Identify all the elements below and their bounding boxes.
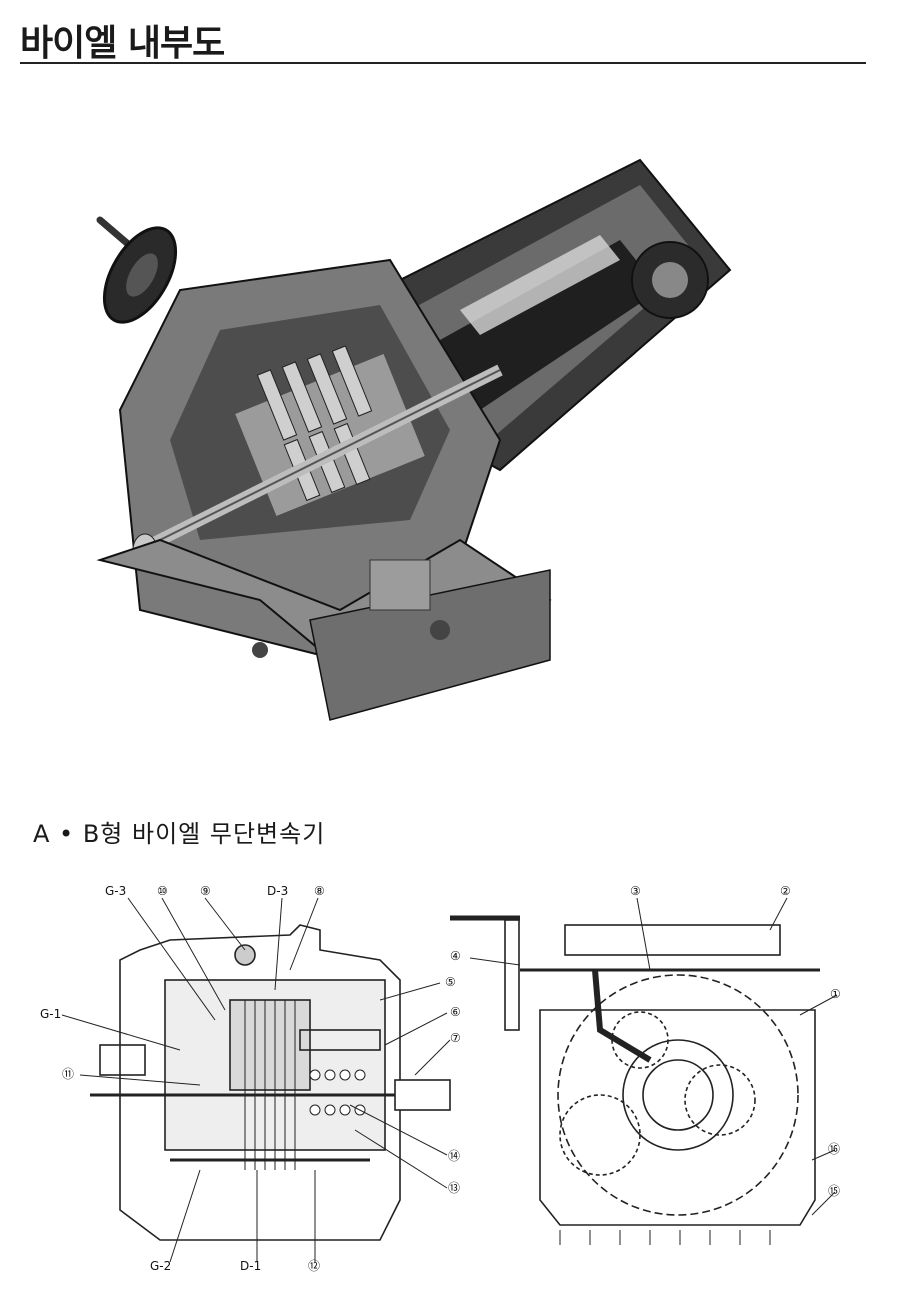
label-3: ③ (630, 884, 641, 898)
label-14: ⑭ (448, 1149, 460, 1163)
leader-lines-right (469, 897, 838, 1216)
label-g3: G-3 (105, 884, 126, 898)
label-12: ⑫ (308, 1259, 320, 1273)
technical-drawings: G-3 ⑩ ⑨ D-3 ⑧ G-1 ⑤ ⑥ ⑦ ⑪ ⑭ ⑬ G-2 D-1 ⑫ … (40, 884, 841, 1273)
label-4: ④ (450, 949, 461, 963)
page-title: 바이엘 내부도 (20, 23, 225, 64)
cutaway-illustration (96, 158, 732, 721)
label-16: ⑯ (828, 1142, 840, 1156)
label-10: ⑩ (157, 884, 168, 898)
leader-lines-left (61, 897, 451, 1263)
label-1: ① (830, 987, 841, 1001)
label-8: ⑧ (314, 884, 325, 898)
label-6: ⑥ (450, 1005, 461, 1019)
label-15: ⑮ (828, 1184, 840, 1198)
label-7: ⑦ (450, 1031, 461, 1045)
label-g2: G-2 (150, 1259, 171, 1273)
handwheel (96, 216, 178, 324)
label-d1: D-1 (240, 1259, 261, 1273)
base-mount (96, 538, 552, 721)
label-9: ⑨ (200, 884, 211, 898)
label-11: ⑪ (62, 1067, 74, 1081)
label-d3: D-3 (267, 884, 288, 898)
end-view-drawing (450, 915, 820, 1245)
label-g1: G-1 (40, 1007, 61, 1021)
section-subtitle: A • B형 바이엘 무단변속기 (33, 820, 326, 848)
title-divider (20, 62, 866, 64)
label-5: ⑤ (445, 975, 456, 989)
label-2: ② (780, 884, 791, 898)
cross-section-drawing (90, 924, 451, 1241)
label-13: ⑬ (448, 1181, 460, 1195)
